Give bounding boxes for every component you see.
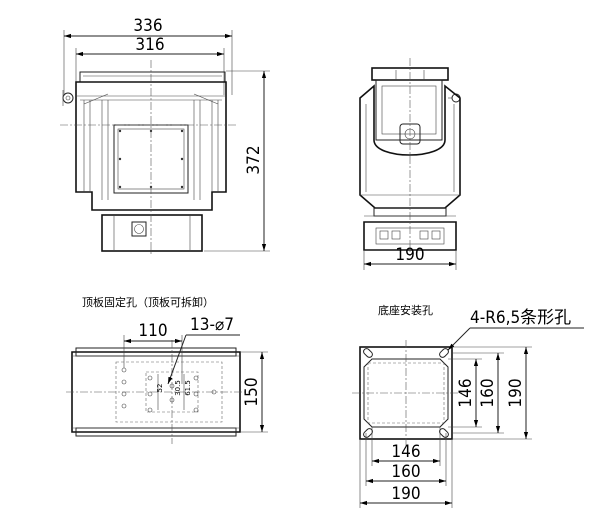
dim-bottom-190: 190 [391, 484, 420, 504]
dim-hole-spacing: 110 [138, 321, 167, 341]
inner-dim-3: 61.5 [184, 380, 192, 396]
yoke-body [359, 84, 461, 209]
top-plate-caption: 顶板固定孔（顶板可拆卸） [82, 295, 214, 309]
dim-height: 372 [244, 145, 264, 174]
slot-leader [447, 327, 471, 351]
housing-top-lid [79, 71, 226, 83]
base-view: 底座安装孔 4-R6,5条形孔 146 160 190 [352, 303, 584, 508]
slot-label: 4-R6,5条形孔 [470, 308, 571, 328]
dim-plate-depth: 150 [242, 377, 262, 406]
connector-plug [131, 221, 147, 237]
front-base [101, 214, 203, 252]
hole-leader [167, 334, 187, 385]
mounting-holes [121, 367, 217, 413]
inner-dim-2: 30.5 [174, 380, 182, 396]
corner-slots [363, 348, 449, 438]
dim-bottom-160: 160 [391, 462, 420, 482]
front-view: 336 316 [60, 16, 270, 256]
top-plate-view: 顶板固定孔（顶板可拆卸） 52 30.5 61.5 110 [66, 295, 268, 444]
dim-hole-count: 13-⌀7 [190, 315, 234, 335]
housing-body [75, 81, 227, 211]
base-caption: 底座安装孔 [378, 303, 433, 317]
dim-right-190: 190 [506, 378, 526, 407]
side-view: 190 [359, 58, 461, 270]
side-knob [62, 92, 74, 104]
dim-right-146: 146 [456, 378, 476, 407]
inner-dim-1: 52 [156, 384, 164, 393]
dim-inner-width: 316 [135, 35, 164, 55]
dim-outer-width: 336 [133, 16, 162, 36]
dim-bottom-146: 146 [391, 442, 420, 462]
dim-side-base-width: 190 [395, 245, 424, 265]
dim-right-160: 160 [478, 378, 498, 407]
